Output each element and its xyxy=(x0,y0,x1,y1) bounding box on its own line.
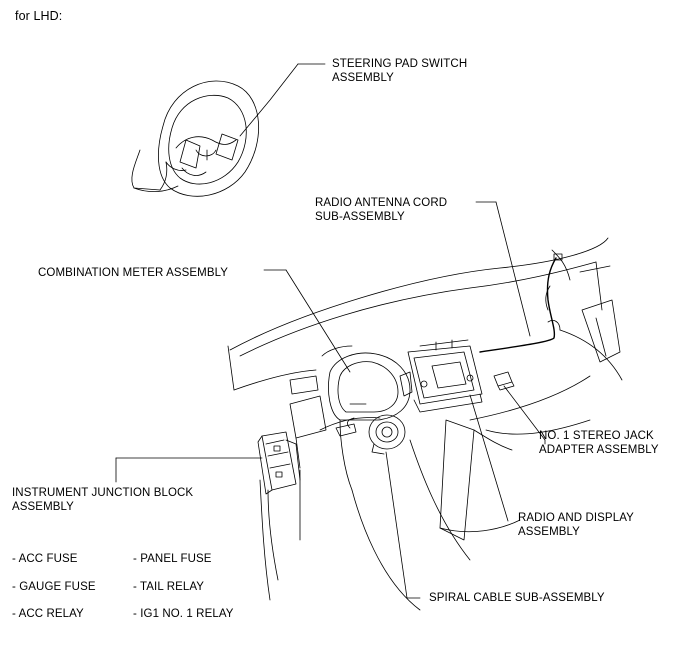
part-item: - TAIL RELAY xyxy=(133,580,205,593)
label-instrument-junction-block: INSTRUMENT JUNCTION BLOCK ASSEMBLY xyxy=(12,486,193,514)
part-item: - GAUGE FUSE xyxy=(12,580,96,593)
label-combination-meter: COMBINATION METER ASSEMBLY xyxy=(38,266,228,280)
part-item: - PANEL FUSE xyxy=(133,553,212,565)
label-line: STEERING PAD SWITCH xyxy=(332,58,468,70)
label-line: ASSEMBLY xyxy=(518,526,580,538)
label-line: RADIO AND DISPLAY xyxy=(518,512,634,524)
radio-display-drawing xyxy=(407,339,483,413)
label-line: NO. 1 STEREO JACK xyxy=(539,430,654,442)
junction-block-drawing xyxy=(257,431,301,495)
junction-parts-left: - ACC FUSE - GAUGE FUSE - ACC RELAY xyxy=(12,546,96,629)
dashboard-outline xyxy=(227,237,623,611)
combination-meter-drawing xyxy=(321,345,413,421)
spiral-cable-drawing xyxy=(335,414,406,455)
steering-wheel-drawing xyxy=(131,63,326,197)
label-line: SUB-ASSEMBLY xyxy=(315,211,405,223)
label-line: COMBINATION METER ASSEMBLY xyxy=(38,267,229,279)
label-spiral-cable: SPIRAL CABLE SUB-ASSEMBLY xyxy=(429,591,605,605)
label-radio-antenna-cord: RADIO ANTENNA CORD SUB-ASSEMBLY xyxy=(315,196,447,224)
stereo-jack-drawing xyxy=(493,371,515,391)
label-line: SPIRAL CABLE SUB-ASSEMBLY xyxy=(429,592,605,604)
part-item: - ACC RELAY xyxy=(12,608,84,620)
label-line: ASSEMBLY xyxy=(12,501,74,513)
junction-parts-right: - PANEL FUSE - TAIL RELAY - IG1 NO. 1 RE… xyxy=(133,546,234,629)
antenna-cord-drawing xyxy=(479,253,563,353)
label-line: INSTRUMENT JUNCTION BLOCK xyxy=(12,487,194,499)
label-radio-and-display: RADIO AND DISPLAY ASSEMBLY xyxy=(518,511,634,539)
label-line: ASSEMBLY xyxy=(332,72,394,84)
label-stereo-jack-adapter: NO. 1 STEREO JACK ADAPTER ASSEMBLY xyxy=(539,429,659,457)
label-steering-pad-switch: STEERING PAD SWITCH ASSEMBLY xyxy=(332,57,467,85)
part-item: - ACC FUSE xyxy=(12,553,78,565)
variant-heading: for LHD: xyxy=(15,9,63,23)
leader-lines xyxy=(115,201,546,599)
part-item: - IG1 NO. 1 RELAY xyxy=(133,608,234,620)
label-line: RADIO ANTENNA CORD xyxy=(315,197,448,209)
label-line: ADAPTER ASSEMBLY xyxy=(539,444,659,456)
